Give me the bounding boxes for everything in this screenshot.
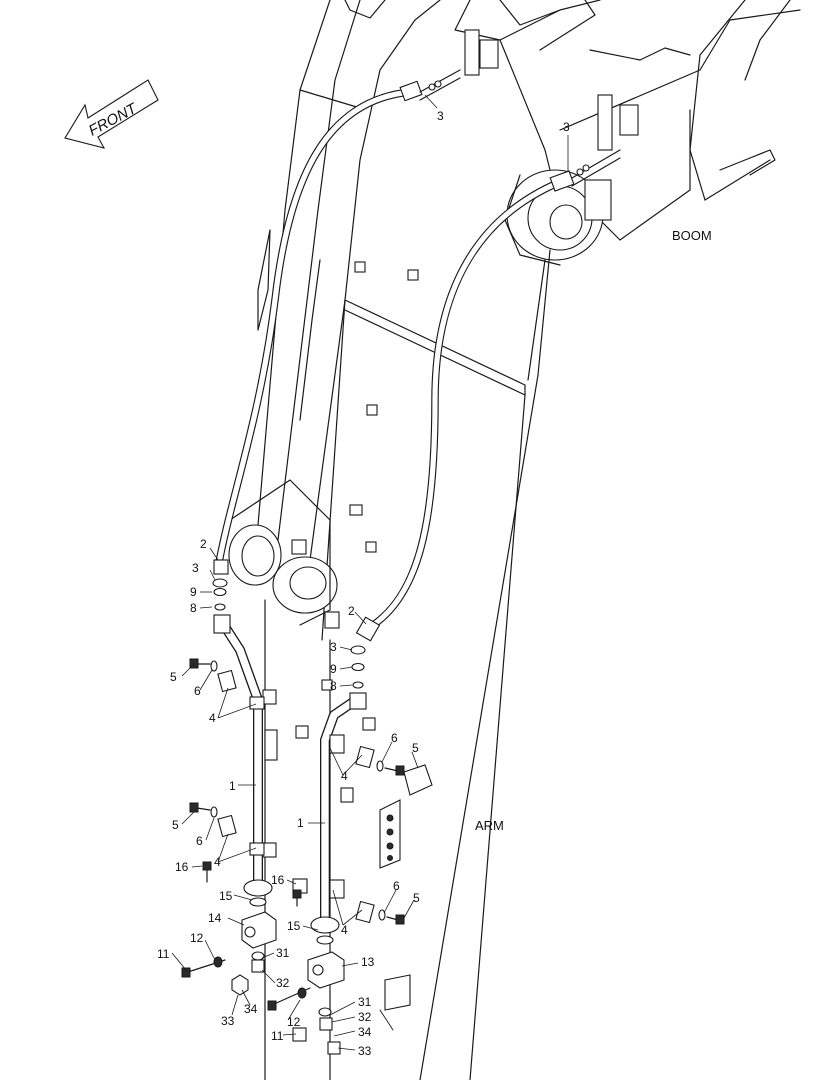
callout-3-left: 3	[192, 561, 199, 575]
callout-5-left-lower: 5	[172, 818, 179, 832]
callout-32-right: 32	[358, 1010, 372, 1024]
callout-33-left: 33	[221, 1014, 235, 1028]
hose-right	[361, 178, 564, 634]
callout-11-right: 11	[271, 1029, 284, 1043]
callout-31-right: 31	[358, 995, 372, 1009]
callout-5-right-lower: 5	[413, 891, 420, 905]
callout-1-right: 1	[297, 816, 304, 830]
callout-3-top-left: 3	[437, 109, 444, 123]
callout-4-right-upper: 4	[341, 769, 348, 783]
boom-structure	[254, 0, 801, 561]
callout-2-right: 2	[348, 604, 355, 618]
callout-leaders	[171, 94, 569, 1051]
pipe-right	[320, 695, 361, 930]
callout-9-left: 9	[190, 585, 197, 599]
callout-3-right: 3	[330, 640, 337, 654]
callout-34-right: 34	[358, 1025, 372, 1039]
callout-8-right: 8	[330, 679, 337, 693]
callout-6-left-upper: 6	[194, 684, 201, 698]
callout-5-right-upper: 5	[412, 741, 419, 755]
callout-12-right: 12	[287, 1015, 301, 1029]
callout-15-left: 15	[219, 889, 233, 903]
callout-6-right-lower: 6	[393, 879, 400, 893]
left-block	[181, 897, 277, 996]
callout-16-left: 16	[175, 860, 189, 874]
callout-34-left: 34	[244, 1002, 258, 1016]
callout-9-right: 9	[330, 662, 337, 676]
callout-13: 13	[361, 955, 375, 969]
callout-4-left-upper: 4	[209, 711, 216, 725]
callout-2-left: 2	[200, 537, 207, 551]
callout-16-right: 16	[271, 873, 285, 887]
callout-14: 14	[208, 911, 222, 925]
callout-numbers: 3 3 2 3 9 8 5 6 4 1 5 6 4 16 15 14 12 11…	[157, 109, 570, 1058]
right-clamps	[292, 734, 433, 925]
callout-8-left: 8	[190, 601, 197, 615]
callout-32-left: 32	[276, 976, 290, 990]
boom-label: BOOM	[672, 228, 712, 243]
callout-5-left-upper: 5	[170, 670, 177, 684]
callout-6-left-lower: 6	[196, 834, 203, 848]
callout-11-left: 11	[157, 947, 170, 961]
callout-3-top-right: 3	[563, 120, 570, 134]
arm-label: ARM	[475, 818, 504, 833]
right-block	[267, 935, 345, 1055]
callout-33-right: 33	[358, 1044, 372, 1058]
callout-6-right-upper: 6	[391, 731, 398, 745]
hose-left	[214, 88, 414, 572]
pipe-left	[217, 617, 263, 895]
callout-15-right: 15	[287, 919, 301, 933]
left-clamps	[189, 658, 265, 883]
callout-1-left: 1	[229, 779, 236, 793]
callout-4-right-lower: 4	[341, 923, 348, 937]
callout-12-left: 12	[190, 931, 204, 945]
callout-4-left-lower: 4	[214, 855, 221, 869]
callout-31-left: 31	[276, 946, 290, 960]
front-direction-arrow: FRONT	[64, 79, 159, 149]
